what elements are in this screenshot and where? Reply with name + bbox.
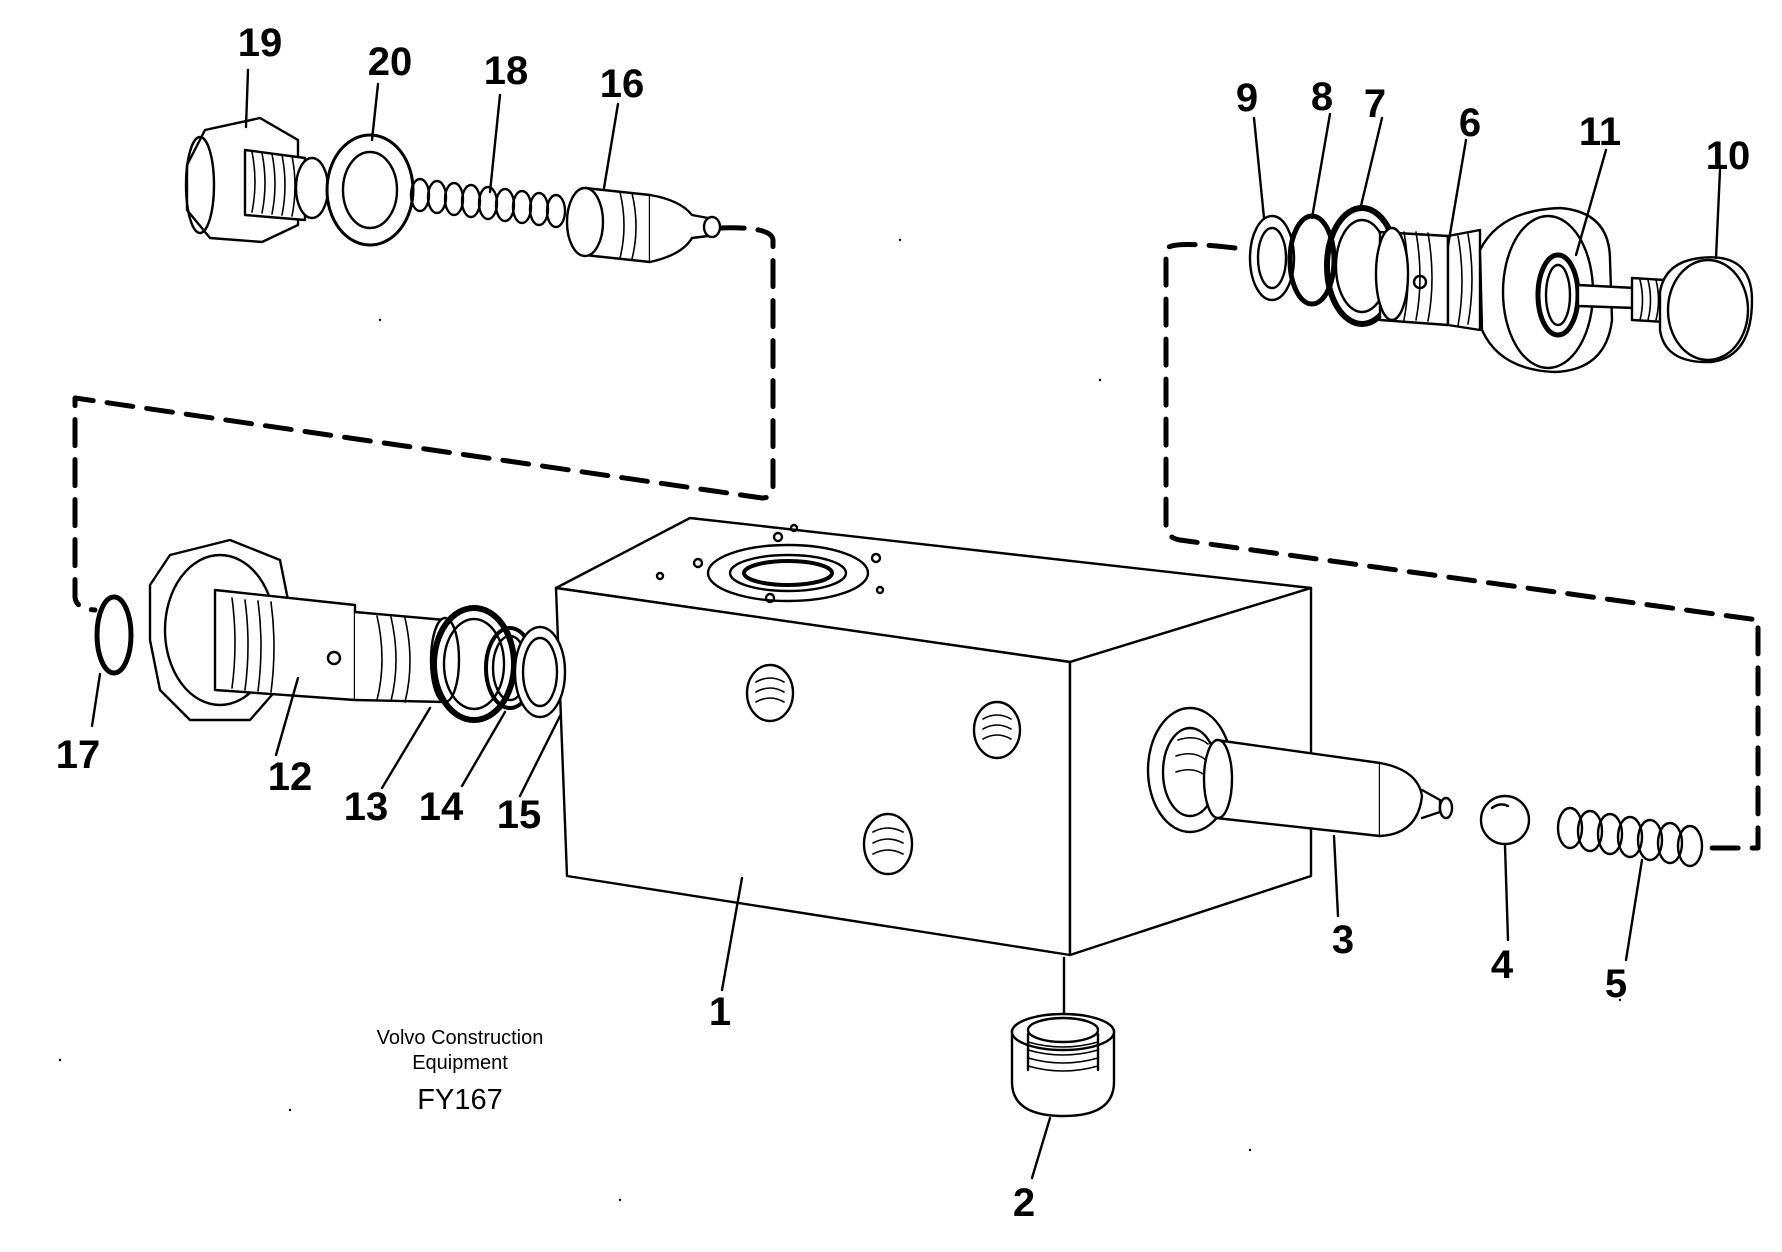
part-2-plug [1012,958,1114,1116]
callout-15: 15 [496,793,542,837]
dashed-guide-right [1166,244,1758,848]
part-13-ring [434,608,514,720]
left-cartridge-assembly [92,540,565,796]
front-port-c [864,814,912,874]
callout-6: 6 [1458,101,1482,145]
callout-11: 11 [1578,110,1622,154]
callout-2: 2 [1012,1181,1036,1225]
part-3-plunger [1204,740,1452,836]
callout-12: 12 [267,755,313,799]
callout-20: 20 [367,40,413,84]
part-4-ball [1481,796,1529,844]
top-left-pilot-assembly [186,70,720,262]
callout-5: 5 [1604,962,1628,1006]
front-port-a [747,665,793,721]
top-right-relief-assembly [1250,114,1752,372]
footer-line1: Volvo Construction [376,1027,544,1049]
callout-17: 17 [55,733,101,777]
valve-block [556,518,1311,955]
part-17-oring [97,597,131,673]
footer-line2: Equipment [412,1052,508,1074]
callout-7: 7 [1363,82,1387,126]
part-18-spring [411,179,565,227]
part-20-washer [327,135,413,245]
callout-4: 4 [1490,943,1514,987]
part-16-poppet [567,188,720,262]
callout-8: 8 [1310,75,1334,119]
callout-10: 10 [1705,134,1751,178]
front-port-b [974,702,1020,758]
leader-lines-lower [722,836,1642,1178]
callout-14: 14 [418,785,464,829]
dashed-guide-left [75,228,773,610]
part-5-spring [1558,808,1702,866]
scan-speckles [58,238,1622,1202]
callout-16: 16 [599,62,645,106]
figure-code: FY167 [417,1084,503,1116]
callout-1: 1 [708,990,732,1034]
callout-9: 9 [1235,76,1259,120]
callout-18: 18 [483,49,529,93]
callout-13: 13 [343,785,389,829]
callout-3: 3 [1331,918,1355,962]
part-10-cap [1660,257,1752,362]
callout-19: 19 [237,21,283,65]
